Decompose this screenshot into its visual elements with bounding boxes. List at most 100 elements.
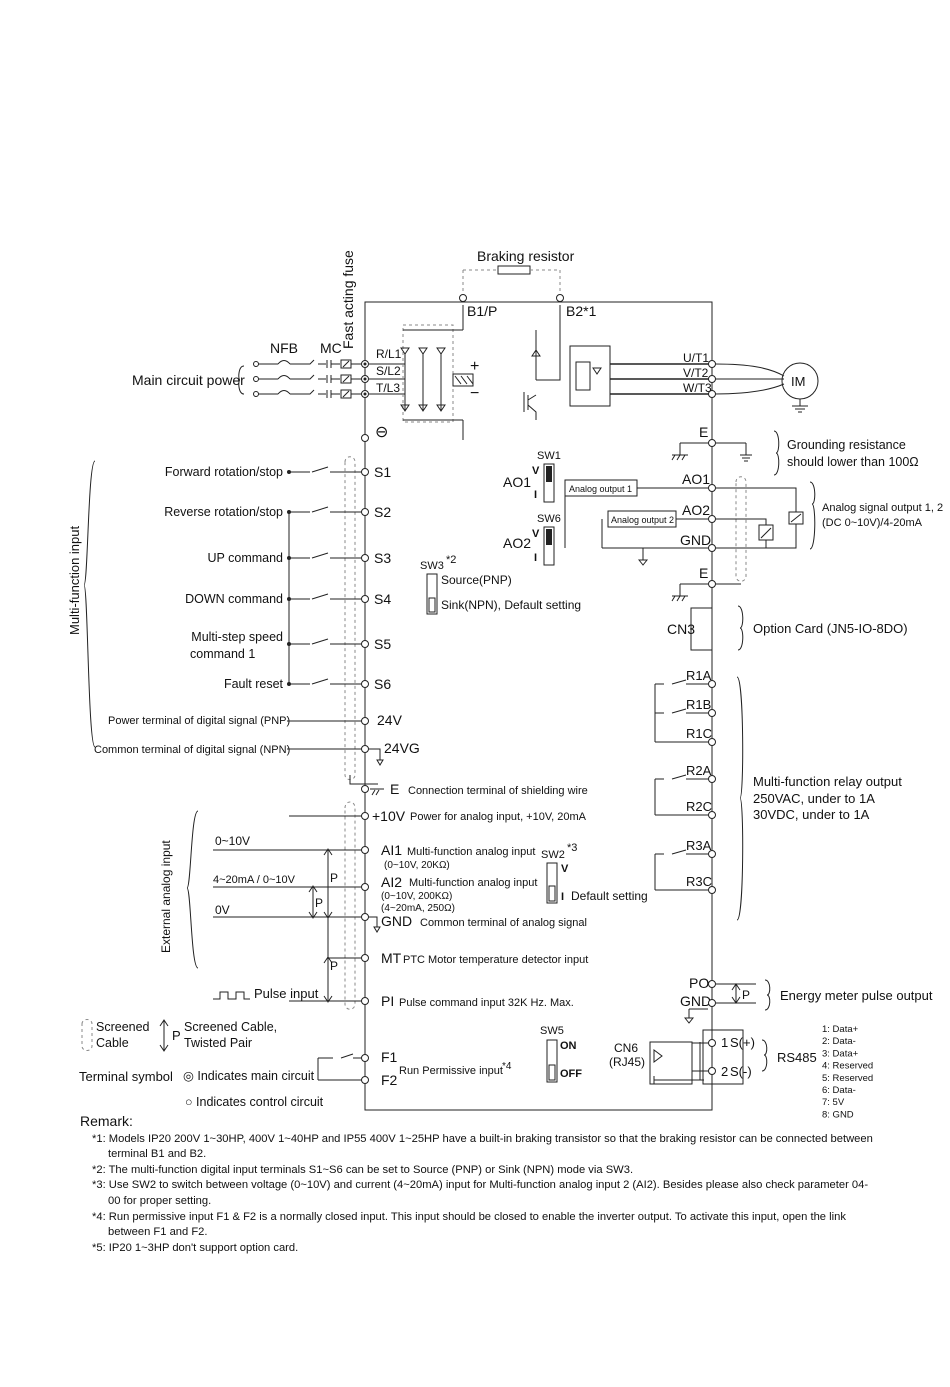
rs485-label: RS485 bbox=[777, 1050, 817, 1065]
f1-terminal: F1 bbox=[381, 1049, 398, 1065]
mt-desc: PTC Motor temperature detector input bbox=[403, 954, 588, 966]
gnd-terminal: GND bbox=[680, 532, 711, 548]
control-terminal bbox=[361, 680, 369, 688]
run-permissive-label: Run Permissive input bbox=[399, 1065, 503, 1077]
rs485-t2s: S(-) bbox=[730, 1064, 752, 1079]
analog-output-desc-2: (DC 0~10V)/4-20mA bbox=[822, 517, 923, 529]
relay-terminal-label: R3C bbox=[686, 874, 712, 889]
sw2-switch[interactable] bbox=[546, 862, 558, 904]
sw6-switch[interactable] bbox=[543, 526, 555, 566]
sw3-switch[interactable] bbox=[426, 573, 438, 615]
f2-terminal: F2 bbox=[381, 1072, 398, 1088]
sw6-label: SW6 bbox=[537, 513, 561, 525]
grounding-desc-1: Grounding resistance bbox=[787, 438, 906, 452]
power-line-start bbox=[253, 361, 259, 367]
plus10-desc: Power for analog input, +10V, 20mA bbox=[410, 811, 587, 823]
e2-terminal: E bbox=[699, 565, 708, 581]
legend-terminal-symbol: Terminal symbol bbox=[79, 1069, 173, 1084]
mf-input-terminal: S6 bbox=[374, 676, 391, 692]
ai2-terminal: AI2 bbox=[381, 874, 402, 890]
sw2-note: *3 bbox=[567, 842, 577, 854]
ao2-switch-label: AO2 bbox=[503, 535, 531, 551]
pnp-label: Power terminal of digital signal (PNP) bbox=[108, 715, 290, 727]
sw1-switch[interactable] bbox=[543, 463, 555, 503]
power-line bbox=[258, 374, 340, 383]
option-card: CN3 Option Card (JN5-IO-8DO) bbox=[667, 605, 908, 651]
ai2-range-2: (4~20mA, 250Ω) bbox=[381, 903, 455, 914]
cn3-box bbox=[690, 607, 713, 651]
sw3-note: *2 bbox=[446, 554, 456, 566]
mf-input-terminal: S2 bbox=[374, 504, 391, 520]
mf-input-switch bbox=[289, 593, 362, 600]
rs485: SW5 ON OFF CN6 (RJ45) 1 S(+) 2 S(-) RS48… bbox=[540, 1024, 873, 1120]
rs485-pin-6: 6: Data- bbox=[822, 1085, 856, 1096]
relay-terminal bbox=[708, 709, 716, 717]
p-ai1: P bbox=[330, 871, 338, 885]
relay-terminal bbox=[708, 680, 716, 688]
sw3-sink: Sink(NPN), Default setting bbox=[441, 598, 581, 612]
legend-main-circuit: ◎ Indicates main circuit bbox=[183, 1069, 315, 1083]
rs485-t1: 1 bbox=[721, 1035, 728, 1050]
mf-input-label: Reverse rotation/stop bbox=[164, 505, 283, 519]
src-0v: 0V bbox=[215, 903, 230, 917]
analog-output-1-label: Analog output 1 bbox=[569, 484, 632, 494]
braking-resistor-label: Braking resistor bbox=[477, 248, 575, 264]
ao2-terminal: AO2 bbox=[682, 502, 710, 518]
control-terminal bbox=[361, 640, 369, 648]
rs485-pin-2: 2: Data- bbox=[822, 1036, 856, 1047]
mf-input-terminal: S1 bbox=[374, 464, 391, 480]
ai2-range-1: (0~10V, 200KΩ) bbox=[381, 891, 452, 902]
p-ai2: P bbox=[315, 896, 323, 910]
mf-input-terminal: S3 bbox=[374, 550, 391, 566]
mf-input-label: Fault reset bbox=[224, 677, 284, 691]
energy-meter-output: PO GND P Energy meter pulse output bbox=[680, 975, 933, 1024]
src-0-10v: 0~10V bbox=[215, 834, 250, 848]
sw2-i: I bbox=[561, 891, 564, 903]
mf-input-label: UP command bbox=[208, 551, 284, 565]
remark-note-1: *1: Models IP20 200V 1~30HP, 400V 1~40HP… bbox=[92, 1132, 873, 1161]
control-terminal bbox=[361, 595, 369, 603]
remark-note-3: *3: Use SW2 to switch between voltage (0… bbox=[92, 1179, 869, 1207]
pulse-input-label: Pulse input bbox=[254, 986, 319, 1001]
legend-p: P bbox=[172, 1028, 181, 1043]
inverter-internals: + − ⊖ bbox=[361, 305, 611, 442]
input-s-label: S/L2 bbox=[376, 364, 401, 378]
sw2-default: Default setting bbox=[571, 889, 648, 903]
npn-terminal: 24VG bbox=[384, 740, 420, 756]
input-t-label: T/L3 bbox=[376, 381, 400, 395]
sw5-label: SW5 bbox=[540, 1025, 564, 1037]
shield-desc: Connection terminal of shielding wire bbox=[408, 785, 588, 797]
dc-plus: + bbox=[470, 358, 479, 375]
gnd-po-terminal: GND bbox=[680, 993, 711, 1009]
sw5-on: ON bbox=[560, 1040, 577, 1052]
mf-input-switch bbox=[289, 466, 362, 473]
sw3-source: Source(PNP) bbox=[441, 573, 512, 587]
power-line-start bbox=[253, 391, 259, 397]
rs485-pin-8: 8: GND bbox=[822, 1109, 854, 1120]
legend: Screened Cable P Screened Cable, Twisted… bbox=[79, 1019, 512, 1109]
pi-desc: Pulse command input 32K Hz. Max. bbox=[399, 997, 574, 1009]
relay-terminal bbox=[708, 775, 716, 783]
gnd-analog-terminal: GND bbox=[381, 913, 412, 929]
legend-cable: Cable bbox=[96, 1036, 129, 1050]
analog-input: External analog input +10V Power for ana… bbox=[159, 801, 648, 1010]
analog-output-2-label: Analog output 2 bbox=[611, 515, 674, 525]
relay-terminal bbox=[708, 886, 716, 894]
run-permissive-note: *4 bbox=[502, 1061, 512, 1072]
ao1-switch-label: AO1 bbox=[503, 474, 531, 490]
mf-input-switch bbox=[289, 506, 362, 513]
sw2-label: SW2 bbox=[541, 849, 565, 861]
p-energy: P bbox=[742, 988, 750, 1002]
relay-terminal-label: R3A bbox=[686, 838, 712, 853]
sw5-switch[interactable] bbox=[546, 1039, 558, 1083]
sw1-v: V bbox=[532, 465, 540, 477]
plus10-terminal: +10V bbox=[372, 808, 406, 824]
mf-input-label: Forward rotation/stop bbox=[165, 465, 283, 479]
npn-label: Common terminal of digital signal (NPN) bbox=[94, 744, 290, 756]
legend-twisted-1: Screened Cable, bbox=[184, 1020, 277, 1034]
motor-output: U/T1 V/T2 W/T3 IM bbox=[610, 351, 819, 413]
relay-desc-1: Multi-function relay output bbox=[753, 774, 902, 789]
sw3-label: SW3 bbox=[420, 560, 444, 572]
multifunction-input: Multi-function input Forward rotation/st… bbox=[67, 456, 588, 797]
rj45-label: (RJ45) bbox=[609, 1055, 645, 1069]
